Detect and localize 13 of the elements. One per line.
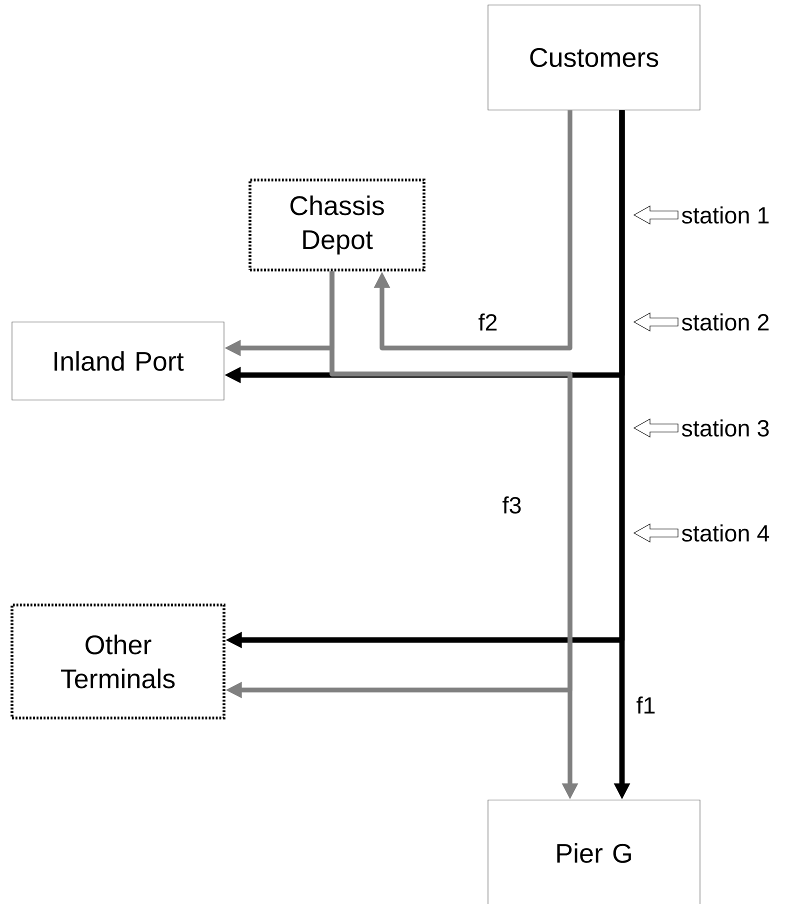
process-box: Inland Port [12, 322, 224, 400]
station-label: station 3 [682, 419, 769, 437]
depot-box: Other Terminals [10, 604, 226, 720]
station-label: station 1 [682, 206, 769, 224]
edge-label: f1 [635, 695, 657, 715]
station-label: station 2 [682, 313, 769, 331]
depot-box: Chassis Depot [248, 178, 426, 272]
process-box: Customers [488, 4, 700, 110]
process-box: Pier G [488, 800, 700, 904]
arrow [374, 110, 572, 350]
edge-label: f3 [501, 495, 523, 515]
edge-label: f2 [477, 312, 499, 332]
station-label: station 4 [682, 524, 770, 542]
